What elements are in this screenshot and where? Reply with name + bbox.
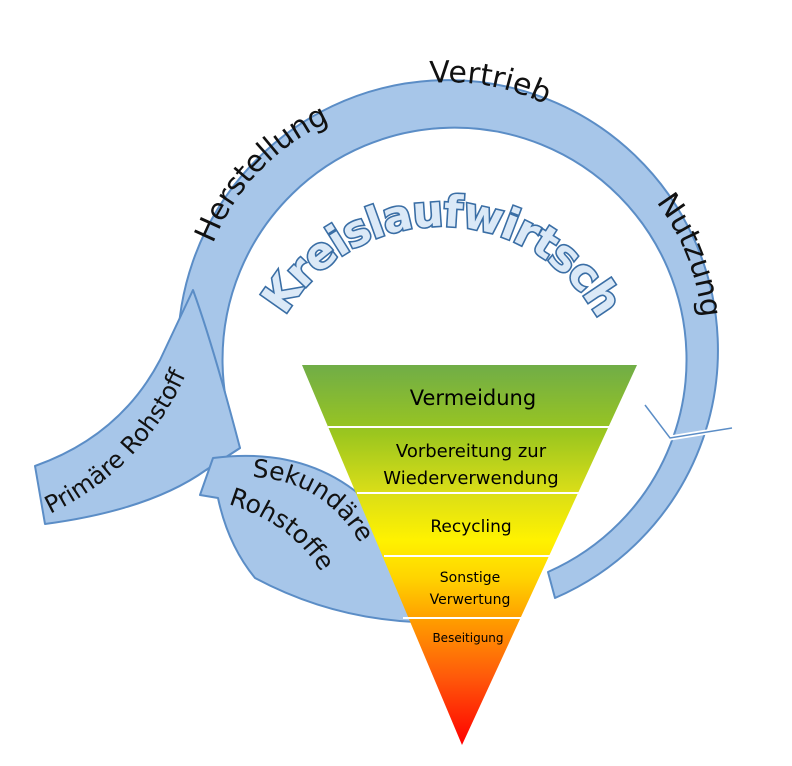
level-vermeidung: Vermeidung [410,386,536,410]
cycle-ring-band [176,79,719,599]
level-vorbereitung-line2: Wiederverwendung [383,468,558,489]
ring-notch-outline [644,404,733,439]
level-vorbereitung-line1: Vorbereitung zur [396,441,547,462]
level-beseitigung: Beseitigung [432,631,503,645]
level-sonstige-line1: Sonstige [440,570,501,586]
primary-rohstoffe-arm [34,289,241,525]
level-recycling: Recycling [430,517,511,537]
level-sonstige-line2: Verwertung [430,592,511,608]
